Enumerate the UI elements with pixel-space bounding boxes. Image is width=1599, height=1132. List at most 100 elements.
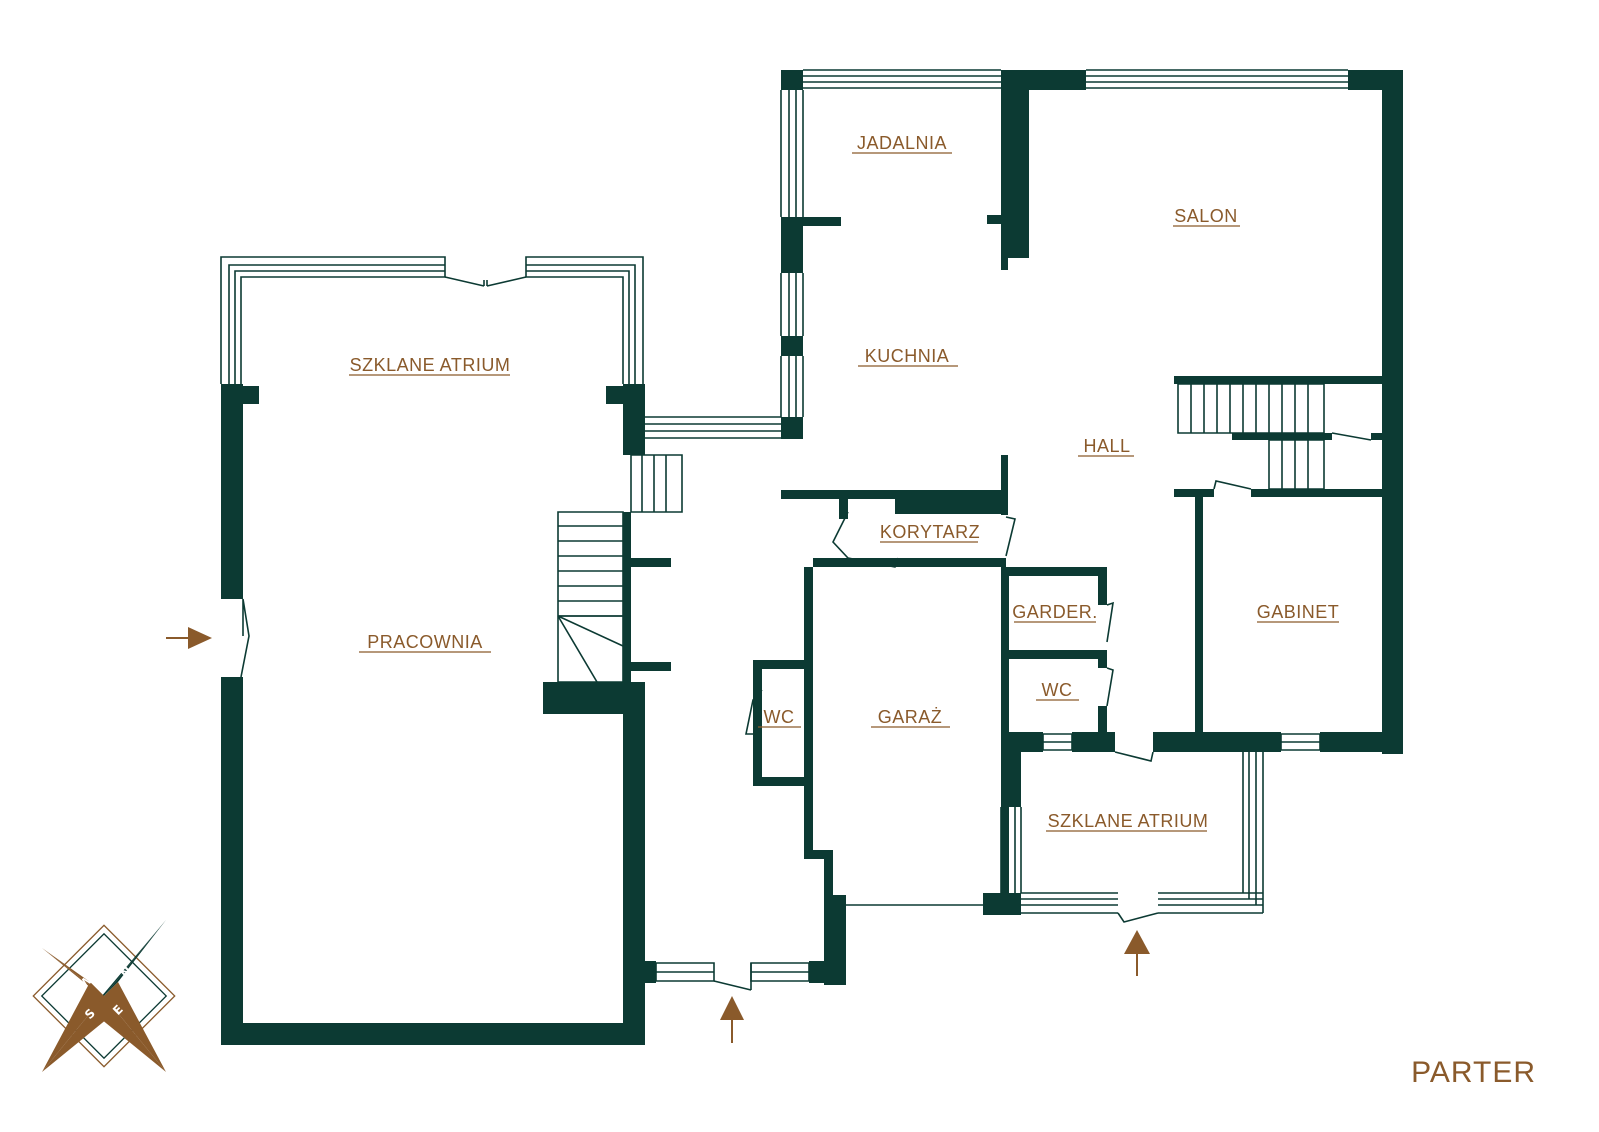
- door-atrium-top: [444, 276, 527, 287]
- door-atrium-bottom: [1117, 912, 1159, 923]
- wall-east-mid: [623, 512, 631, 682]
- room-label-wc-left: WC: [764, 707, 795, 727]
- wall-dining-salon: [1001, 70, 1029, 258]
- wall-south-2: [1072, 732, 1115, 752]
- room-label-jadalnia: JADALNIA: [857, 133, 947, 153]
- wall-garder-south: [1001, 650, 1107, 659]
- wall-wc-right-east-1: [1098, 650, 1107, 668]
- room-label-korytarz: KORYTARZ: [880, 522, 980, 542]
- wall-atrium-sw: [983, 893, 1021, 915]
- room-label-wc-right: WC: [1042, 680, 1073, 700]
- stairs-hall-upper: [1177, 383, 1325, 434]
- wall-corridor-stub-1: [631, 558, 671, 567]
- windows: [220, 69, 1372, 991]
- entrance-arrow-icon: [720, 996, 744, 1043]
- wall-dining-end: [1001, 250, 1008, 270]
- door-gabinet: [1213, 480, 1252, 490]
- floor-label: PARTER: [1411, 1056, 1536, 1089]
- wall-corridor-south-left: [623, 961, 656, 983]
- wall-wc-right-east-2: [1098, 706, 1107, 734]
- door-main-entrance: [713, 963, 752, 991]
- wall-west-cap: [221, 386, 259, 404]
- stairs-corridor: [630, 454, 683, 513]
- window-kitchen-west-2: [780, 273, 804, 336]
- window-atrium-south-1: [1021, 892, 1118, 914]
- room-label-pracownia: PRACOWNIA: [367, 632, 483, 652]
- wall-east-cap: [606, 386, 645, 404]
- wall-kitchen-nw-corner: [781, 70, 803, 90]
- wall-korytarz-stub: [839, 499, 848, 519]
- wall-wc-left-top: [753, 660, 809, 669]
- window-corridor-south-1: [655, 962, 715, 982]
- entrance-arrows: [166, 627, 1150, 1043]
- wall-south-3: [1153, 732, 1281, 752]
- stairs-pracownia: [557, 511, 624, 683]
- wall-west-upper: [221, 384, 243, 599]
- room-label-szklane-atrium-bottom: SZKLANE ATRIUM: [1048, 811, 1209, 831]
- stairs-hall-lower: [1268, 439, 1325, 490]
- wall-kitchen-stub: [781, 217, 841, 226]
- window-salon-north: [1086, 69, 1348, 89]
- wall-gabinet-west: [1195, 489, 1203, 734]
- wall-wc-left-bottom: [753, 777, 809, 786]
- wall-garder-north: [1001, 567, 1105, 576]
- room-label-salon: SALON: [1174, 206, 1238, 226]
- window-link: [645, 416, 781, 439]
- room-label-garaz: GARAŻ: [878, 707, 943, 727]
- window-dining-north: [803, 69, 1001, 89]
- wall-wc-left-west: [753, 660, 762, 786]
- room-label-garderoba: GARDER.: [1012, 602, 1098, 622]
- compass-rose-icon: N E S W: [32, 920, 176, 1072]
- wall-kitchen-west-1: [781, 217, 803, 273]
- wall-garder-east-1: [1098, 567, 1107, 605]
- window-kitchen-west-3: [780, 356, 804, 417]
- door-hall-south: [1114, 751, 1154, 762]
- window-south-gabinet: [1280, 733, 1321, 751]
- room-label-kuchnia: KUCHNIA: [865, 346, 950, 366]
- window-atrium-west: [1000, 807, 1022, 893]
- wall-kitchen-west-3: [781, 417, 803, 439]
- window-atrium-west: [220, 256, 446, 384]
- wall-garage-jog: [804, 850, 832, 859]
- door-korytarz-east: [1005, 516, 1016, 557]
- door-wc-right: [1106, 667, 1114, 707]
- entrance-arrow-icon: [1124, 930, 1150, 976]
- wall-garage-jog-down: [824, 850, 833, 900]
- wall-corridor-stub-2: [631, 662, 671, 671]
- door-korytarz-west: [832, 511, 899, 568]
- wall-north-mid: [1001, 70, 1086, 90]
- window-atrium-east: [1242, 752, 1264, 913]
- wall-south-4: [1320, 732, 1403, 752]
- wall-korytarz-north: [781, 490, 1006, 499]
- wall-stair-mid-east: [1371, 433, 1384, 440]
- window-atrium-south-2: [1158, 892, 1263, 914]
- wall-stair-top: [1174, 376, 1384, 384]
- wall-east-lower: [623, 682, 645, 1045]
- room-labels: JADALNIA SALON KUCHNIA SZKLANE ATRIUM HA…: [349, 133, 1340, 832]
- wall-gabinet-north-1: [1174, 489, 1214, 497]
- door-wc-left: [745, 689, 763, 735]
- wall-korytarz-north-thick: [895, 490, 1006, 514]
- wall-hall-west-upper: [1001, 455, 1008, 515]
- wall-south: [221, 1023, 645, 1045]
- walls: [221, 70, 1403, 1045]
- wall-dining-stub: [987, 215, 1007, 224]
- wall-stair-block: [543, 682, 625, 714]
- wall-garage-west: [804, 567, 813, 857]
- door-garderoba: [1106, 601, 1114, 643]
- wall-west-lower: [221, 677, 243, 1045]
- wall-kitchen-west-2: [781, 336, 803, 356]
- wall-korytarz-south: [813, 558, 1006, 567]
- wall-east: [1382, 70, 1403, 754]
- wall-corridor-south-right: [809, 961, 846, 983]
- window-kitchen-west-1: [780, 90, 804, 217]
- entrance-arrow-icon: [166, 627, 212, 649]
- window-south-wc: [1042, 733, 1073, 751]
- room-label-szklane-atrium-top: SZKLANE ATRIUM: [350, 355, 511, 375]
- room-label-hall: HALL: [1083, 436, 1130, 456]
- room-label-gabinet: GABINET: [1257, 602, 1340, 622]
- window-corridor-south-2: [750, 962, 810, 982]
- wall-gabinet-north-2: [1251, 489, 1384, 497]
- door-pracownia-west: [240, 598, 250, 678]
